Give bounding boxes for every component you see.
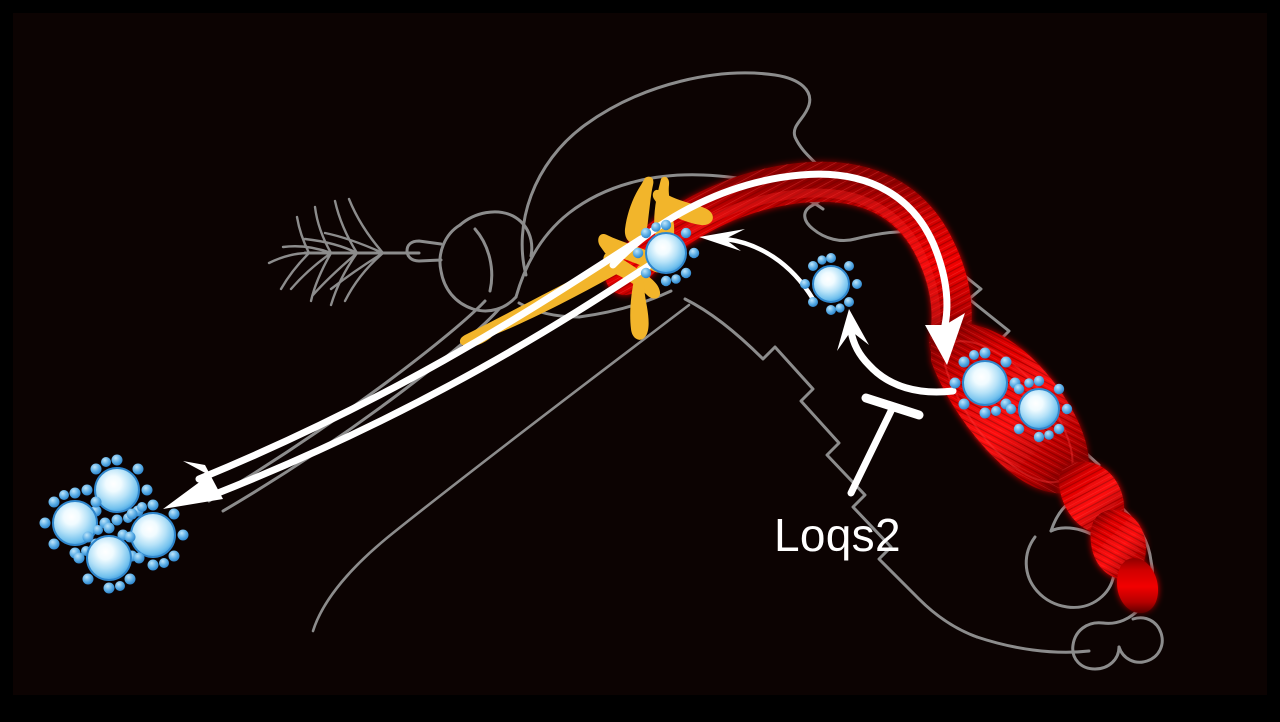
virus-particles <box>39 219 1073 594</box>
salivary-arrowhead <box>699 229 745 251</box>
loqs2-t-bar <box>861 393 924 420</box>
bloodmeal-arrowhead <box>925 313 965 365</box>
virion-capsid <box>645 232 687 274</box>
virion-midgut-2 <box>1005 375 1073 443</box>
virion-salivary-gland <box>632 219 700 287</box>
virion-midgut-1 <box>949 347 1021 419</box>
salivary-lobe-3 <box>652 189 713 226</box>
head-capsule-top <box>458 210 534 258</box>
bloodmeal-to-midgut-arrow <box>609 170 965 365</box>
virion-capsid <box>962 360 1008 406</box>
virion-saliva-1 <box>81 454 153 526</box>
cercus-upper <box>1071 621 1121 671</box>
virion-spikes <box>73 522 145 594</box>
loqs2-stem <box>847 407 895 497</box>
saliva-arrowhead <box>163 461 223 509</box>
hemolymph-arrowhead <box>837 309 869 351</box>
hindgut <box>1059 461 1159 613</box>
proboscis-sheath-lower <box>221 307 501 513</box>
proboscis-sheath-upper <box>207 299 487 503</box>
loqs2-label: Loqs2 <box>774 509 901 561</box>
virion-saliva-4 <box>73 522 145 594</box>
virion-spikes <box>1005 375 1073 443</box>
virion-hemolymph <box>800 253 862 315</box>
abdomen-venter-tip <box>975 635 1091 654</box>
salivary-lobe-6 <box>630 265 649 340</box>
virion-capsid <box>86 535 132 581</box>
virion-saliva-group <box>39 454 189 594</box>
virion-saliva-3 <box>117 499 189 571</box>
thorax-ventral <box>577 289 673 319</box>
antenna-pedicel <box>405 239 443 263</box>
virion-capsid <box>812 265 850 303</box>
virion-capsid <box>130 512 176 558</box>
mosquito-transmission-diagram: Loqs2 <box>13 13 1267 695</box>
virion-capsid <box>1018 388 1060 430</box>
midgut-to-hemolymph-arrow <box>837 309 957 396</box>
virion-spikes <box>117 499 189 571</box>
leg-front <box>311 303 691 633</box>
thorax-front <box>514 173 705 299</box>
antenna-plumes <box>267 197 385 307</box>
head-capsule <box>438 223 518 313</box>
salivary-to-proboscis-arrow <box>163 235 663 509</box>
loqs2-inhibition <box>847 393 924 497</box>
virion-spikes <box>632 219 700 287</box>
virion-spikes <box>800 253 862 315</box>
compound-eye-edge <box>473 227 494 293</box>
salivary-lobe-1 <box>624 176 654 244</box>
canvas-background <box>13 13 1267 695</box>
diagram-canvas: Loqs2 <box>13 13 1267 695</box>
cercus-lower <box>1117 616 1164 664</box>
virion-capsid <box>94 467 140 513</box>
wing-outline <box>520 71 857 277</box>
virion-spikes <box>949 347 1021 419</box>
abdomen-ventral <box>683 297 979 639</box>
virion-spikes <box>81 454 153 526</box>
